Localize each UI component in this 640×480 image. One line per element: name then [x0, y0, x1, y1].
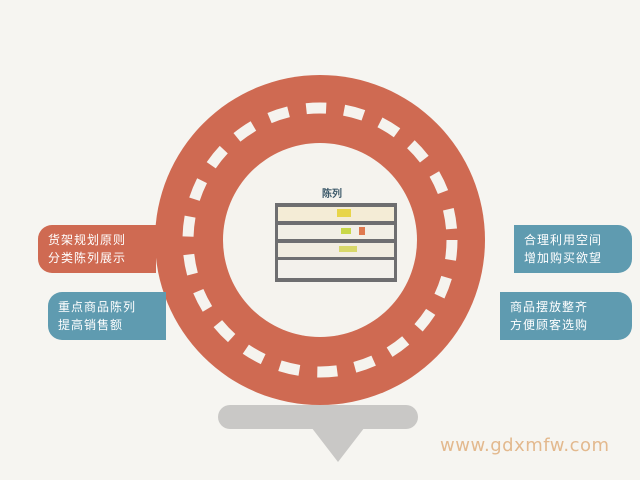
watermark: www.gdxmfw.com — [440, 435, 610, 456]
left-box-1: 货架规划原则 分类陈列展示 — [38, 225, 156, 273]
right-box-2-line1: 商品摆放整齐 — [510, 300, 589, 314]
center-title: 陈列 — [322, 189, 342, 200]
left-box-2-line1: 重点商品陈列 — [58, 300, 137, 314]
right-box-1-line2: 增加购买欲望 — [524, 251, 603, 265]
right-box-2: 商品摆放整齐 方便顾客选购 — [500, 292, 632, 340]
dashed-track-icon — [182, 102, 458, 378]
stand-pointer — [298, 410, 378, 462]
left-box-1-line2: 分类陈列展示 — [48, 251, 127, 265]
right-box-2-line2: 方便顾客选购 — [510, 318, 589, 332]
right-box-1-line1: 合理利用空间 — [524, 233, 603, 247]
left-box-1-line1: 货架规划原则 — [48, 233, 127, 247]
shelf-icon — [275, 203, 397, 282]
left-box-2: 重点商品陈列 提高销售额 — [48, 292, 166, 340]
right-box-1: 合理利用空间 增加购买欲望 — [514, 225, 632, 273]
left-box-2-line2: 提高销售额 — [58, 318, 124, 332]
